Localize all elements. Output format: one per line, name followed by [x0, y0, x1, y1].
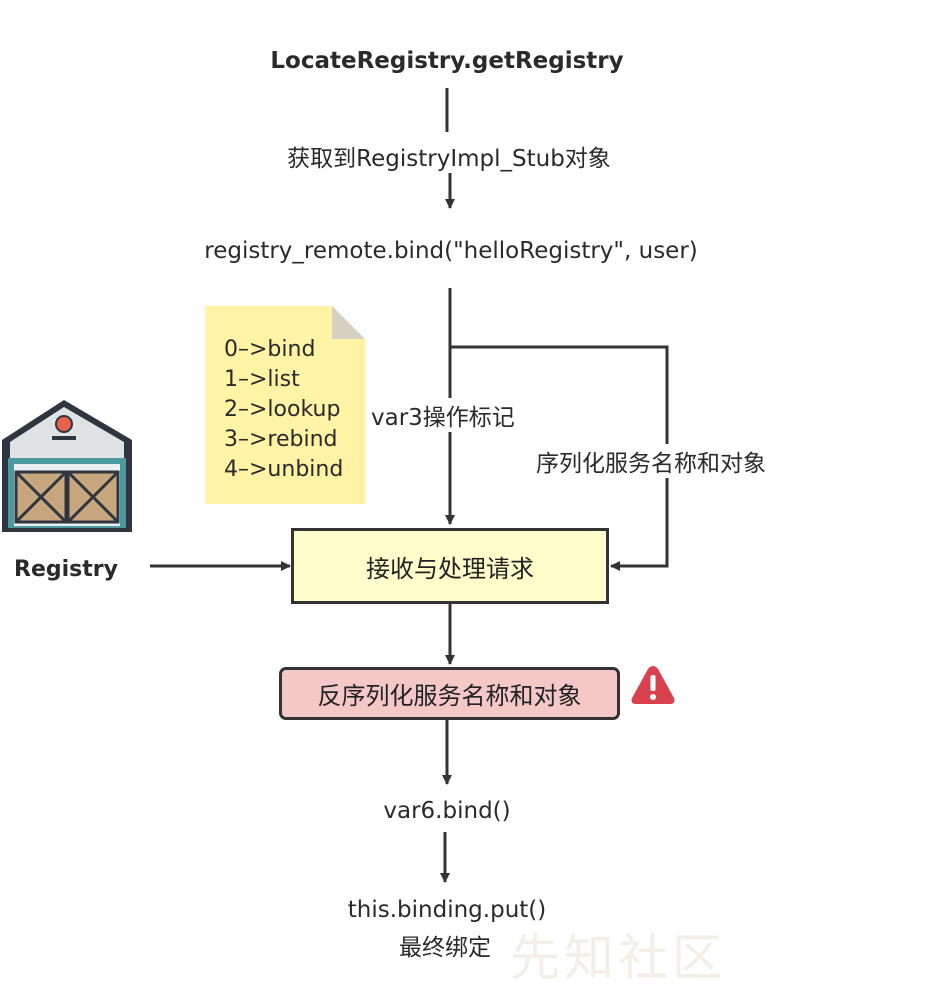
- note-line: 3–>rebind: [224, 427, 338, 452]
- locate-registry-node: LocateRegistry.getRegistry: [270, 48, 624, 74]
- note-line: 0–>bind: [224, 337, 316, 362]
- deserialize-label: 反序列化服务名称和对象: [317, 682, 582, 710]
- binding-put-node: this.binding.put(): [347, 897, 547, 923]
- warehouse-icon: [2, 400, 132, 532]
- registry-label: Registry: [14, 557, 118, 582]
- warning-icon: [631, 666, 675, 704]
- opcode-note: [205, 306, 365, 504]
- edge-label-serialize: 序列化服务名称和对象: [536, 444, 766, 478]
- bind-call-node: registry_remote.bind("helloRegistry", us…: [204, 238, 698, 264]
- note-line: 2–>lookup: [224, 397, 341, 422]
- var6-bind-node: var6.bind(): [383, 798, 511, 824]
- opcode-note-text: 0–>bind 1–>list 2–>lookup 3–>rebind 4–>u…: [224, 335, 343, 485]
- watermark-text: 先知社区: [510, 929, 726, 987]
- note-line: 1–>list: [224, 367, 300, 392]
- edge-label-stub: 获取到RegistryImpl_Stub对象: [285, 139, 613, 173]
- receive-request-label: 接收与处理请求: [366, 554, 534, 583]
- deserialize-box: 反序列化服务名称和对象: [279, 667, 620, 720]
- note-line: 4–>unbind: [224, 457, 344, 482]
- edge-label-opflag: var3操作标记: [371, 398, 515, 432]
- receive-request-box: 接收与处理请求: [291, 528, 609, 604]
- final-bind-node: 最终绑定: [399, 935, 491, 961]
